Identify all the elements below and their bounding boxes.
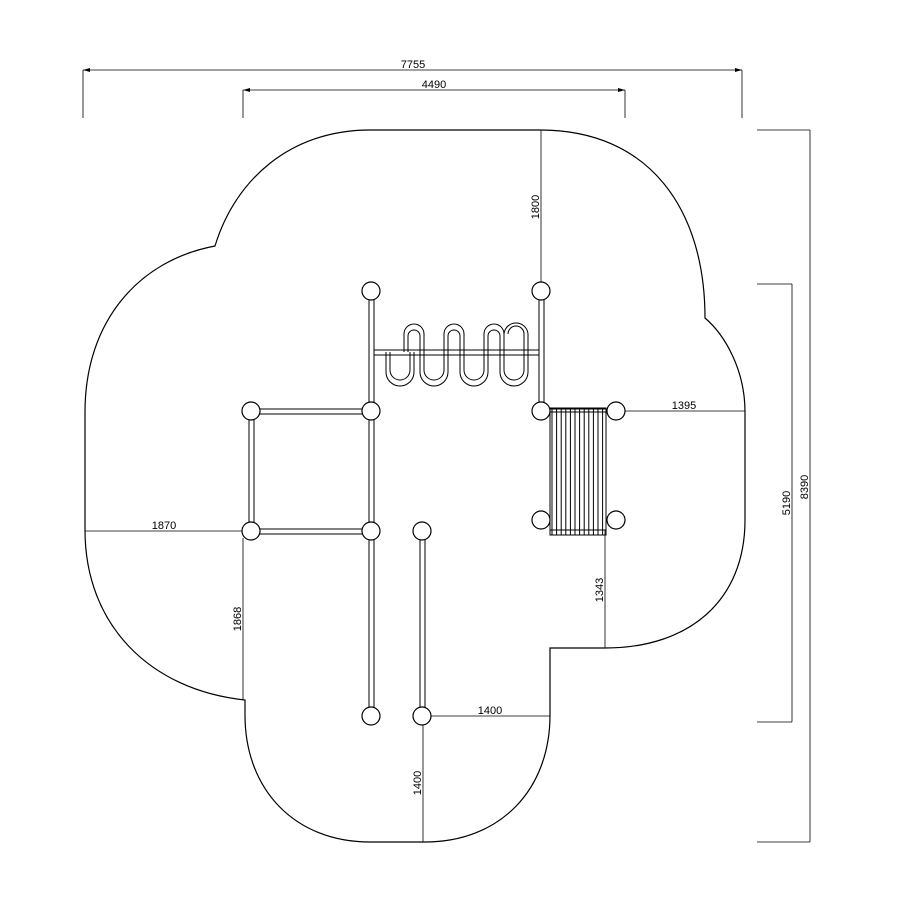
arrow-inner-left — [243, 88, 250, 92]
post-top-right — [531, 281, 551, 301]
arrow-inner-right — [618, 88, 625, 92]
wave-ladder — [385, 322, 529, 387]
dimension-overall-width — [82, 68, 743, 118]
post-mid-far-left — [241, 401, 261, 421]
post-bottom-center — [412, 706, 432, 726]
post-low-right — [531, 510, 551, 530]
label-left-offset: 1870 — [152, 520, 176, 532]
label-inner-width: 4490 — [422, 79, 446, 91]
label-step-height: 1343 — [594, 578, 606, 602]
post-mid-left — [361, 401, 381, 421]
frame-bars — [248, 299, 545, 708]
post-low-center — [412, 521, 432, 541]
label-overall-width: 7755 — [401, 59, 425, 71]
post-mid-far-right — [606, 401, 626, 421]
dimension-inner-width — [242, 89, 626, 118]
label-overall-height: 8390 — [799, 475, 811, 499]
label-right-height: 5190 — [781, 491, 793, 515]
post-low-far-left — [241, 521, 261, 541]
label-top-to-post: 1800 — [530, 195, 542, 219]
post-mid-right — [531, 401, 551, 421]
safety-zone-outline — [84, 129, 746, 843]
dimension-right-height — [757, 283, 793, 723]
label-right-offset: 1395 — [672, 400, 696, 412]
post-bottom-left — [361, 706, 381, 726]
post-low-far-right — [606, 510, 626, 530]
label-bottom-vertical: 1400 — [412, 771, 424, 795]
label-left-lower: 1868 — [232, 607, 244, 631]
dimension-overall-height — [757, 129, 811, 843]
post-top-left — [361, 281, 381, 301]
posts — [241, 281, 626, 726]
climbing-panel — [549, 407, 607, 536]
label-bottom-horizontal: 1400 — [478, 705, 502, 717]
post-low-left — [361, 521, 381, 541]
